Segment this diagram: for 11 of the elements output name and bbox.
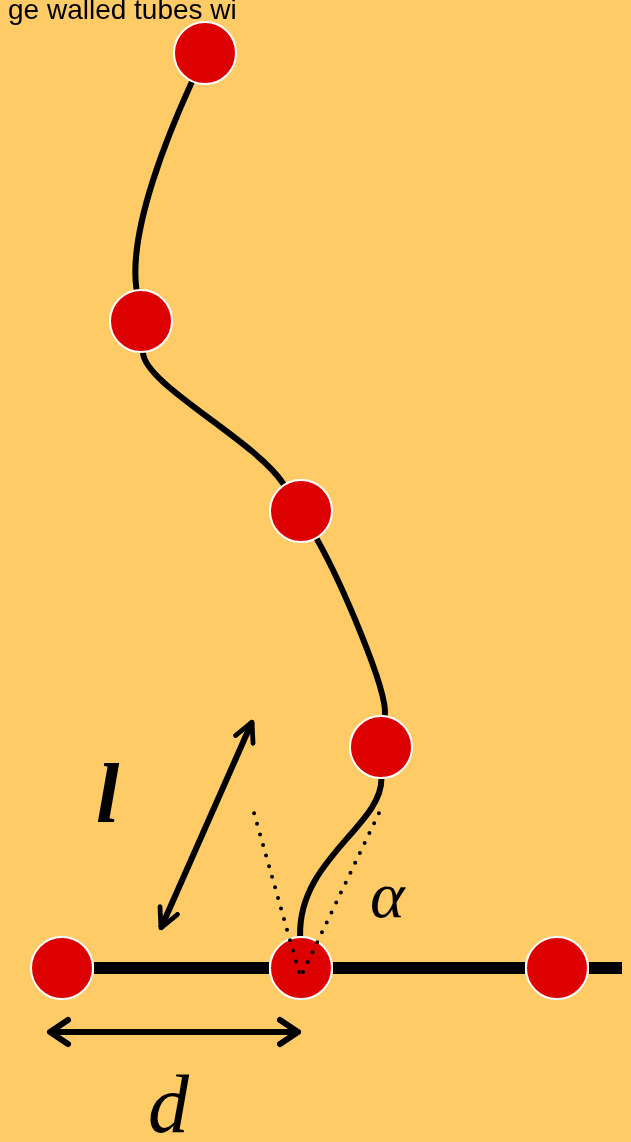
- distance-symbol: d: [148, 1064, 189, 1142]
- node-circle: [349, 715, 413, 779]
- angle-symbol: α: [370, 862, 405, 928]
- chain-line: [140, 352, 286, 486]
- axis-line: [589, 962, 622, 974]
- axis-line: [94, 962, 269, 974]
- chain-line: [314, 537, 388, 716]
- chain-line: [297, 778, 385, 937]
- axis-line: [333, 962, 525, 974]
- chain-line: [132, 80, 195, 290]
- length-symbol: l: [96, 752, 120, 836]
